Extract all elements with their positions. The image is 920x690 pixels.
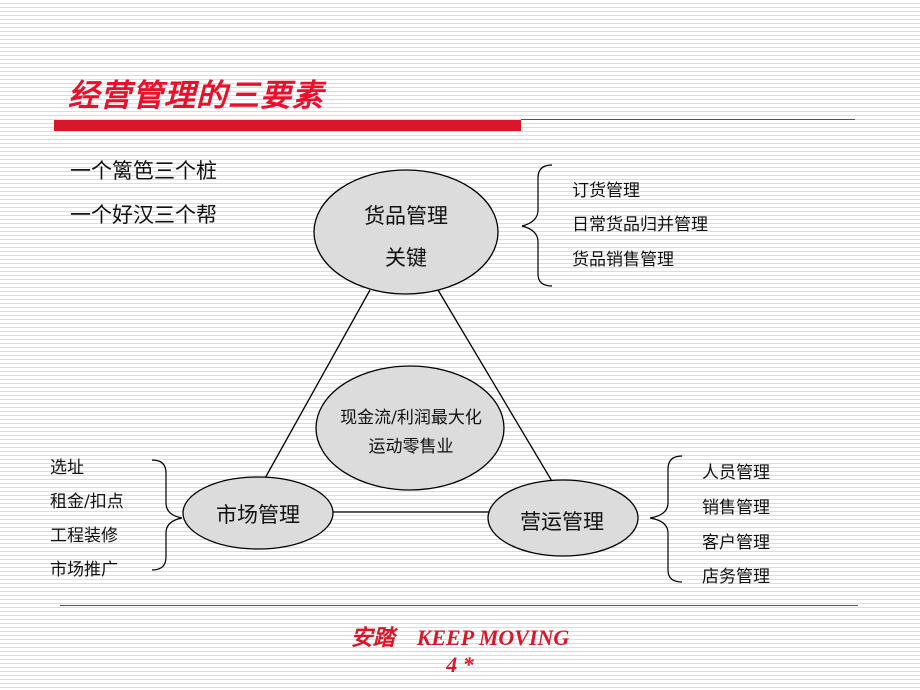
- operation-management-ellipse: [487, 479, 639, 557]
- market-item: 租金/扣点: [50, 492, 124, 512]
- footer-brand: 安踏 KEEP MOVING: [350, 625, 570, 650]
- center-goal-label: 现金流/利润最大化: [340, 408, 482, 428]
- connector-goods-market: [263, 289, 371, 481]
- goods-key-label: 关键: [385, 246, 427, 270]
- market-item: 工程装修: [50, 526, 118, 546]
- slide-title: 经营管理的三要素: [68, 78, 324, 114]
- title-underline-thick: [54, 120, 521, 131]
- goods-item: 日常货品归并管理: [572, 215, 708, 235]
- market-management-ellipse: [182, 476, 334, 550]
- operation-item: 店务管理: [702, 567, 770, 587]
- goods-management-label: 货品管理: [364, 204, 448, 228]
- proverb-1: 一个篱笆三个桩: [70, 159, 217, 183]
- goods-management-ellipse: [313, 169, 499, 295]
- goods-item: 订货管理: [572, 181, 640, 201]
- market-item: 市场推广: [50, 560, 118, 580]
- goods-items-brace: [521, 164, 553, 287]
- operation-item: 客户管理: [702, 533, 770, 553]
- proverb-2: 一个好汉三个帮: [70, 203, 217, 227]
- market-items-brace: [151, 459, 183, 571]
- operation-item: 销售管理: [702, 498, 770, 518]
- market-management-label: 市场管理: [216, 503, 300, 527]
- title-underline-thin: [521, 119, 855, 120]
- connector-goods-operation: [437, 289, 557, 489]
- operation-management-label: 营运管理: [520, 510, 604, 534]
- page-number: 4 *: [446, 652, 474, 677]
- center-industry-label: 运动零售业: [368, 437, 454, 457]
- footer-divider: [60, 605, 858, 606]
- operation-items-brace: [649, 455, 683, 583]
- market-item: 选址: [50, 458, 84, 478]
- center-goal-ellipse: [315, 365, 505, 491]
- goods-item: 货品销售管理: [572, 250, 674, 270]
- operation-item: 人员管理: [702, 463, 770, 483]
